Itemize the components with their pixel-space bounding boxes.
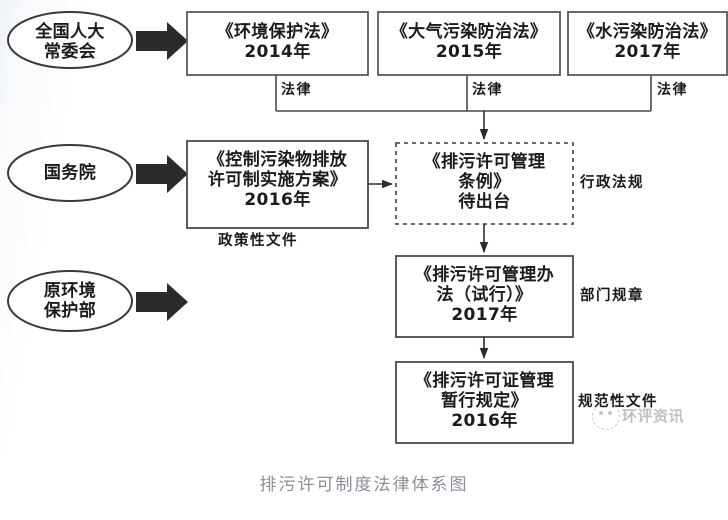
label-policy-document: 政策性文件: [218, 232, 298, 249]
box-air-pollution-prevention-law: [377, 11, 561, 76]
box-environmental-protection-law: [186, 11, 369, 76]
box-label-implementation-plan: 《控制污染物排放 许可制实施方案》 2016年: [207, 150, 348, 211]
box-label-air-pollution-prevention-law: 《大气污染防治法》 2015年: [390, 22, 548, 63]
oval-ministry-of-environmental-protection: [7, 270, 133, 332]
block-arrow-npc: [136, 22, 188, 60]
block-arrows: [136, 22, 188, 321]
edge-label-law-2: 法律: [472, 82, 503, 98]
law-connector-bus: [275, 75, 652, 112]
diagram-geometry: [7, 11, 728, 444]
block-arrow-moep: [136, 283, 188, 321]
box-label-environmental-protection-law: 《环境保护法》 2014年: [216, 22, 339, 63]
block-arrow-state-council: [136, 155, 188, 193]
label-normative-document: 规范性文件: [578, 393, 658, 410]
box-water-pollution-prevention-law: [567, 11, 728, 76]
edge-label-law-3: 法律: [657, 82, 688, 98]
law-boxes: [186, 11, 728, 76]
box-label-permit-measures-trial: 《排污许可管理办 法（试行）》 2017年: [414, 265, 555, 326]
label-departmental-rule: 部门规章: [580, 287, 644, 304]
box-pollutant-discharge-permit-interim-provisions: [395, 361, 574, 444]
box-pollutant-discharge-permit-regulation: [395, 142, 574, 225]
edge-label-law-1: 法律: [281, 82, 312, 98]
oval-npc-standing-committee: [7, 11, 133, 69]
box-label-water-pollution-prevention-law: 《水污染防治法》 2017年: [577, 22, 718, 63]
authority-ovals: [7, 11, 133, 332]
box-label-permit-regulation: 《排污许可管理 条例》 待出台: [423, 152, 546, 213]
oval-label-npc-standing-committee: 全国人大 常委会: [35, 22, 105, 63]
label-administrative-regulation: 行政法规: [580, 174, 644, 191]
box-label-permit-interim-provisions: 《排污许可证管理 暂行规定》 2016年: [414, 371, 555, 432]
figure-caption: 排污许可制度法律体系图: [259, 475, 469, 495]
oval-state-council: [7, 144, 133, 202]
oval-label-ministry-of-environmental-protection: 原环境 保护部: [43, 281, 97, 322]
oval-label-state-council: 国务院: [43, 163, 97, 183]
